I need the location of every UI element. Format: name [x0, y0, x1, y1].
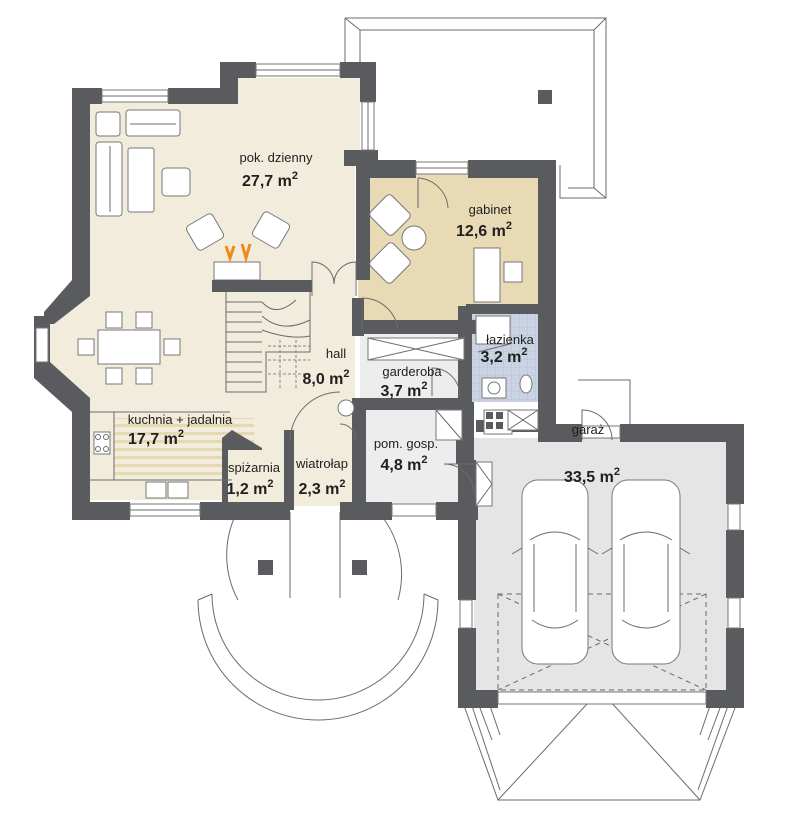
terrace	[344, 17, 607, 199]
label-kitchen-name: kuchnia + jadalnia	[128, 412, 233, 427]
dining-furniture	[77, 311, 181, 385]
bathroom-fixtures	[475, 315, 533, 399]
label-vestibule-name: wiatrołap	[295, 456, 348, 471]
label-pantry-area: 1,2 m2	[226, 478, 273, 498]
label-living-name: pok. dzienny	[240, 150, 313, 165]
label-vestibule-area: 2,3 m2	[298, 478, 345, 498]
porch-post-right	[352, 560, 367, 575]
room-labels: pok. dzienny 27,7 m2 gabinet 12,6 m2 łaz…	[128, 150, 620, 498]
utility-fixtures	[435, 379, 631, 507]
car-left	[511, 479, 599, 665]
car-right	[601, 479, 691, 665]
terrace-post	[538, 90, 552, 104]
label-bathroom-name: łazienka	[486, 332, 534, 347]
kitchen-furniture	[90, 411, 232, 499]
label-living-area: 27,7 m2	[242, 170, 298, 190]
entrance-porch	[197, 512, 439, 721]
wardrobe-closets	[289, 337, 465, 441]
label-wardrobe-name: garderoba	[382, 364, 442, 379]
label-bathroom-area: 3,2 m2	[480, 346, 527, 366]
garage-cars	[497, 479, 707, 691]
label-office-name: gabinet	[469, 202, 512, 217]
label-pantry-name: spiżarnia	[228, 460, 281, 475]
living-furniture	[95, 109, 357, 393]
driveway	[461, 689, 739, 801]
office-furniture	[361, 177, 523, 331]
label-utility-area: 4,8 m2	[380, 454, 427, 474]
label-kitchen-area: 17,7 m2	[128, 428, 184, 448]
label-hall-name: hall	[326, 346, 346, 361]
windows	[35, 63, 741, 705]
porch-post-left	[258, 560, 273, 575]
label-garage-area: 33,5 m2	[564, 466, 620, 486]
label-hall-area: 8,0 m2	[302, 368, 349, 388]
label-wardrobe-area: 3,7 m2	[380, 380, 427, 400]
label-office-area: 12,6 m2	[456, 220, 512, 240]
label-garage-name: garaż	[572, 422, 605, 437]
label-utility-name: pom. gosp.	[374, 436, 438, 451]
